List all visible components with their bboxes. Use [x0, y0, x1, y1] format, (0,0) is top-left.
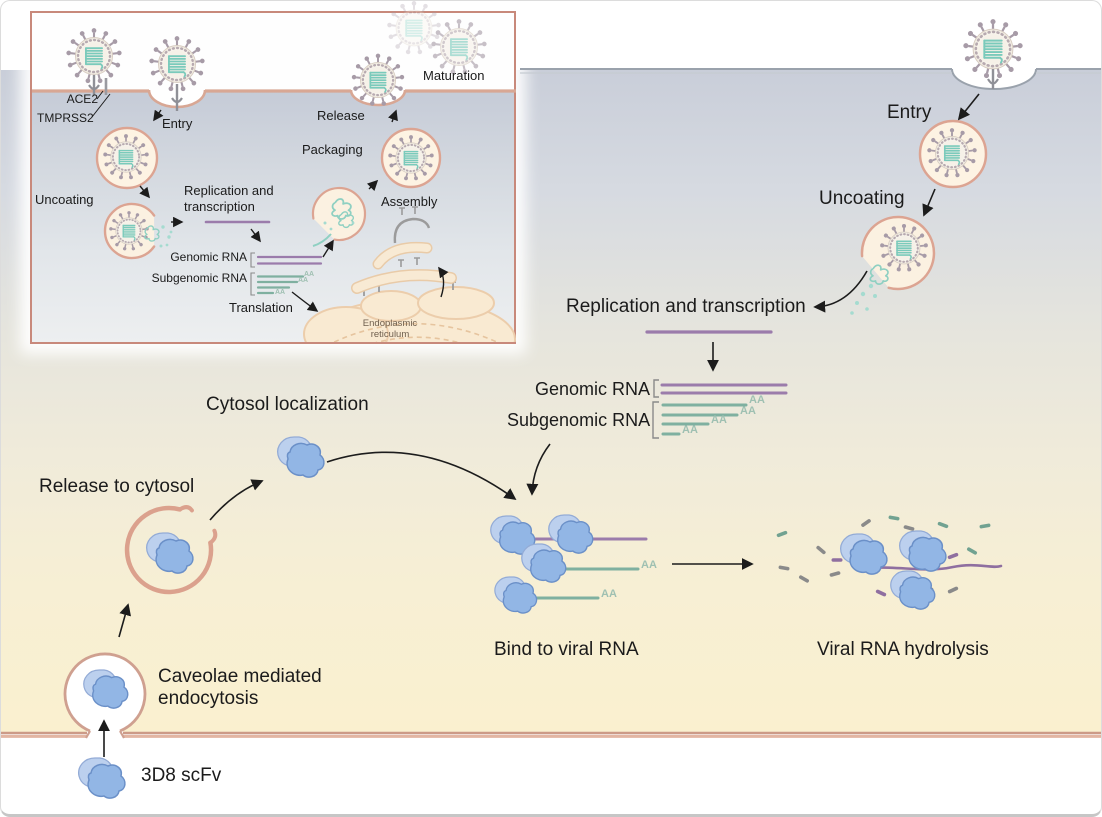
inset-packaging-virus — [380, 127, 442, 189]
inset-aa-3: AA — [275, 289, 286, 296]
rna-release-dots — [850, 283, 877, 315]
inset-subgenomic-lines — [250, 272, 305, 296]
label-subgenomic-rna: Subgenomic RNA — [507, 410, 651, 430]
inset-virus-entry — [149, 36, 205, 111]
inset-label-entry: Entry — [162, 116, 193, 131]
scfv-free — [77, 757, 126, 799]
cell-membrane-top — [520, 68, 1101, 90]
virus-at-membrane-main — [963, 19, 1023, 89]
arrow-inset-template-down — [250, 228, 261, 243]
inset-label-tmprss2: TMPRSS2 — [37, 111, 94, 125]
label-bind-viral-rna: Bind to viral RNA — [494, 639, 639, 660]
label-genomic-rna: Genomic RNA — [534, 379, 650, 399]
rna-hydrolysis-cluster — [776, 515, 1003, 610]
receptor-leader-lines — [91, 90, 111, 118]
aa-2: AA — [740, 405, 756, 417]
inset-uncoating-vesicle — [103, 202, 173, 260]
main-arrows — [98, 93, 980, 757]
entry-endosome-main — [918, 119, 988, 189]
aa-4: AA — [682, 424, 698, 436]
label-viral-rna-hydrolysis: Viral RNA hydrolysis — [817, 639, 989, 660]
inset-label-packaging: Packaging — [302, 142, 363, 157]
label-release-to-cytosol: Release to cytosol — [39, 476, 195, 497]
arrow-inset-assembly — [366, 179, 379, 192]
arrow-scfv-to-bind — [326, 451, 517, 501]
arrow-inset-endosome — [139, 185, 150, 199]
inset-assembly-vesicle — [311, 186, 367, 247]
inset-label-ace2: ACE2 — [66, 92, 98, 106]
inset-maturation-viruses — [387, 1, 487, 75]
label-uncoating: Uncoating — [819, 188, 905, 209]
arrow-uncoat-to-replication — [813, 270, 868, 313]
inset-label-subgenomic-rna: Subgenomic RNA — [151, 271, 247, 285]
uncoating-vesicle-main — [850, 215, 936, 315]
inset-label-er: Endoplasmic reticulum — [362, 318, 418, 340]
arrow-rna-to-bind — [526, 443, 551, 496]
inset-endosome — [95, 126, 159, 190]
arrow-entry-main — [957, 93, 980, 121]
inset-label-assembly: Assembly — [381, 194, 438, 209]
aa-bind-2: AA — [601, 588, 617, 600]
bind-viral-rna-cluster — [490, 514, 648, 614]
label-3d8-scfv: 3D8 scFv — [141, 765, 222, 786]
inset-membrane — [32, 89, 516, 109]
genomic-rna-lines-main — [653, 379, 788, 398]
endoplasmic-reticulum — [303, 281, 516, 342]
label-caveolae: Caveolae mediated endocytosis — [158, 666, 322, 709]
label-cytosol-localization: Cytosol localization — [206, 394, 369, 415]
arrow-endosome-down — [922, 188, 936, 217]
aa-3: AA — [711, 414, 727, 426]
inset-rna-dots — [159, 225, 173, 248]
inset-label-maturation: Maturation — [423, 68, 485, 83]
arrow-inset-entry — [153, 109, 164, 122]
inset-label-translation: Translation — [229, 300, 293, 315]
inset-label-replication-2: transcription — [184, 199, 255, 214]
subgenomic-rna-lines-main — [652, 401, 748, 439]
aa-1: AA — [749, 394, 765, 406]
scfv-cytosol — [276, 436, 325, 478]
arrow-caveolae-up — [118, 603, 132, 638]
inset-label-release: Release — [317, 108, 365, 123]
label-entry: Entry — [887, 102, 932, 123]
inset-aa-2: AA — [298, 277, 309, 284]
arrow-inset-translation — [291, 291, 319, 312]
inset-genomic-lines — [250, 252, 323, 268]
release-ring-vesicle — [124, 505, 218, 595]
inset-label-genomic-rna: Genomic RNA — [170, 250, 247, 264]
arrow-inset-er-up — [438, 266, 449, 298]
arrow-inset-genomic-up — [322, 239, 334, 258]
label-replication: Replication and transcription — [566, 296, 806, 317]
arrow-inset-release — [388, 109, 398, 123]
inset-label-replication-1: Replication and — [184, 183, 274, 198]
arrow-ring-to-cytosol — [209, 479, 264, 521]
inset-label-uncoating: Uncoating — [35, 192, 94, 207]
inset-virus-ace2 — [66, 28, 122, 118]
inset-aa-1: AA — [304, 271, 315, 278]
cell-membrane-bottom — [1, 731, 1101, 738]
caveolae-vesicle — [63, 652, 147, 739]
membrane-strips — [351, 206, 457, 294]
aa-bind-1: AA — [641, 559, 657, 571]
inset-arrows — [139, 109, 449, 312]
